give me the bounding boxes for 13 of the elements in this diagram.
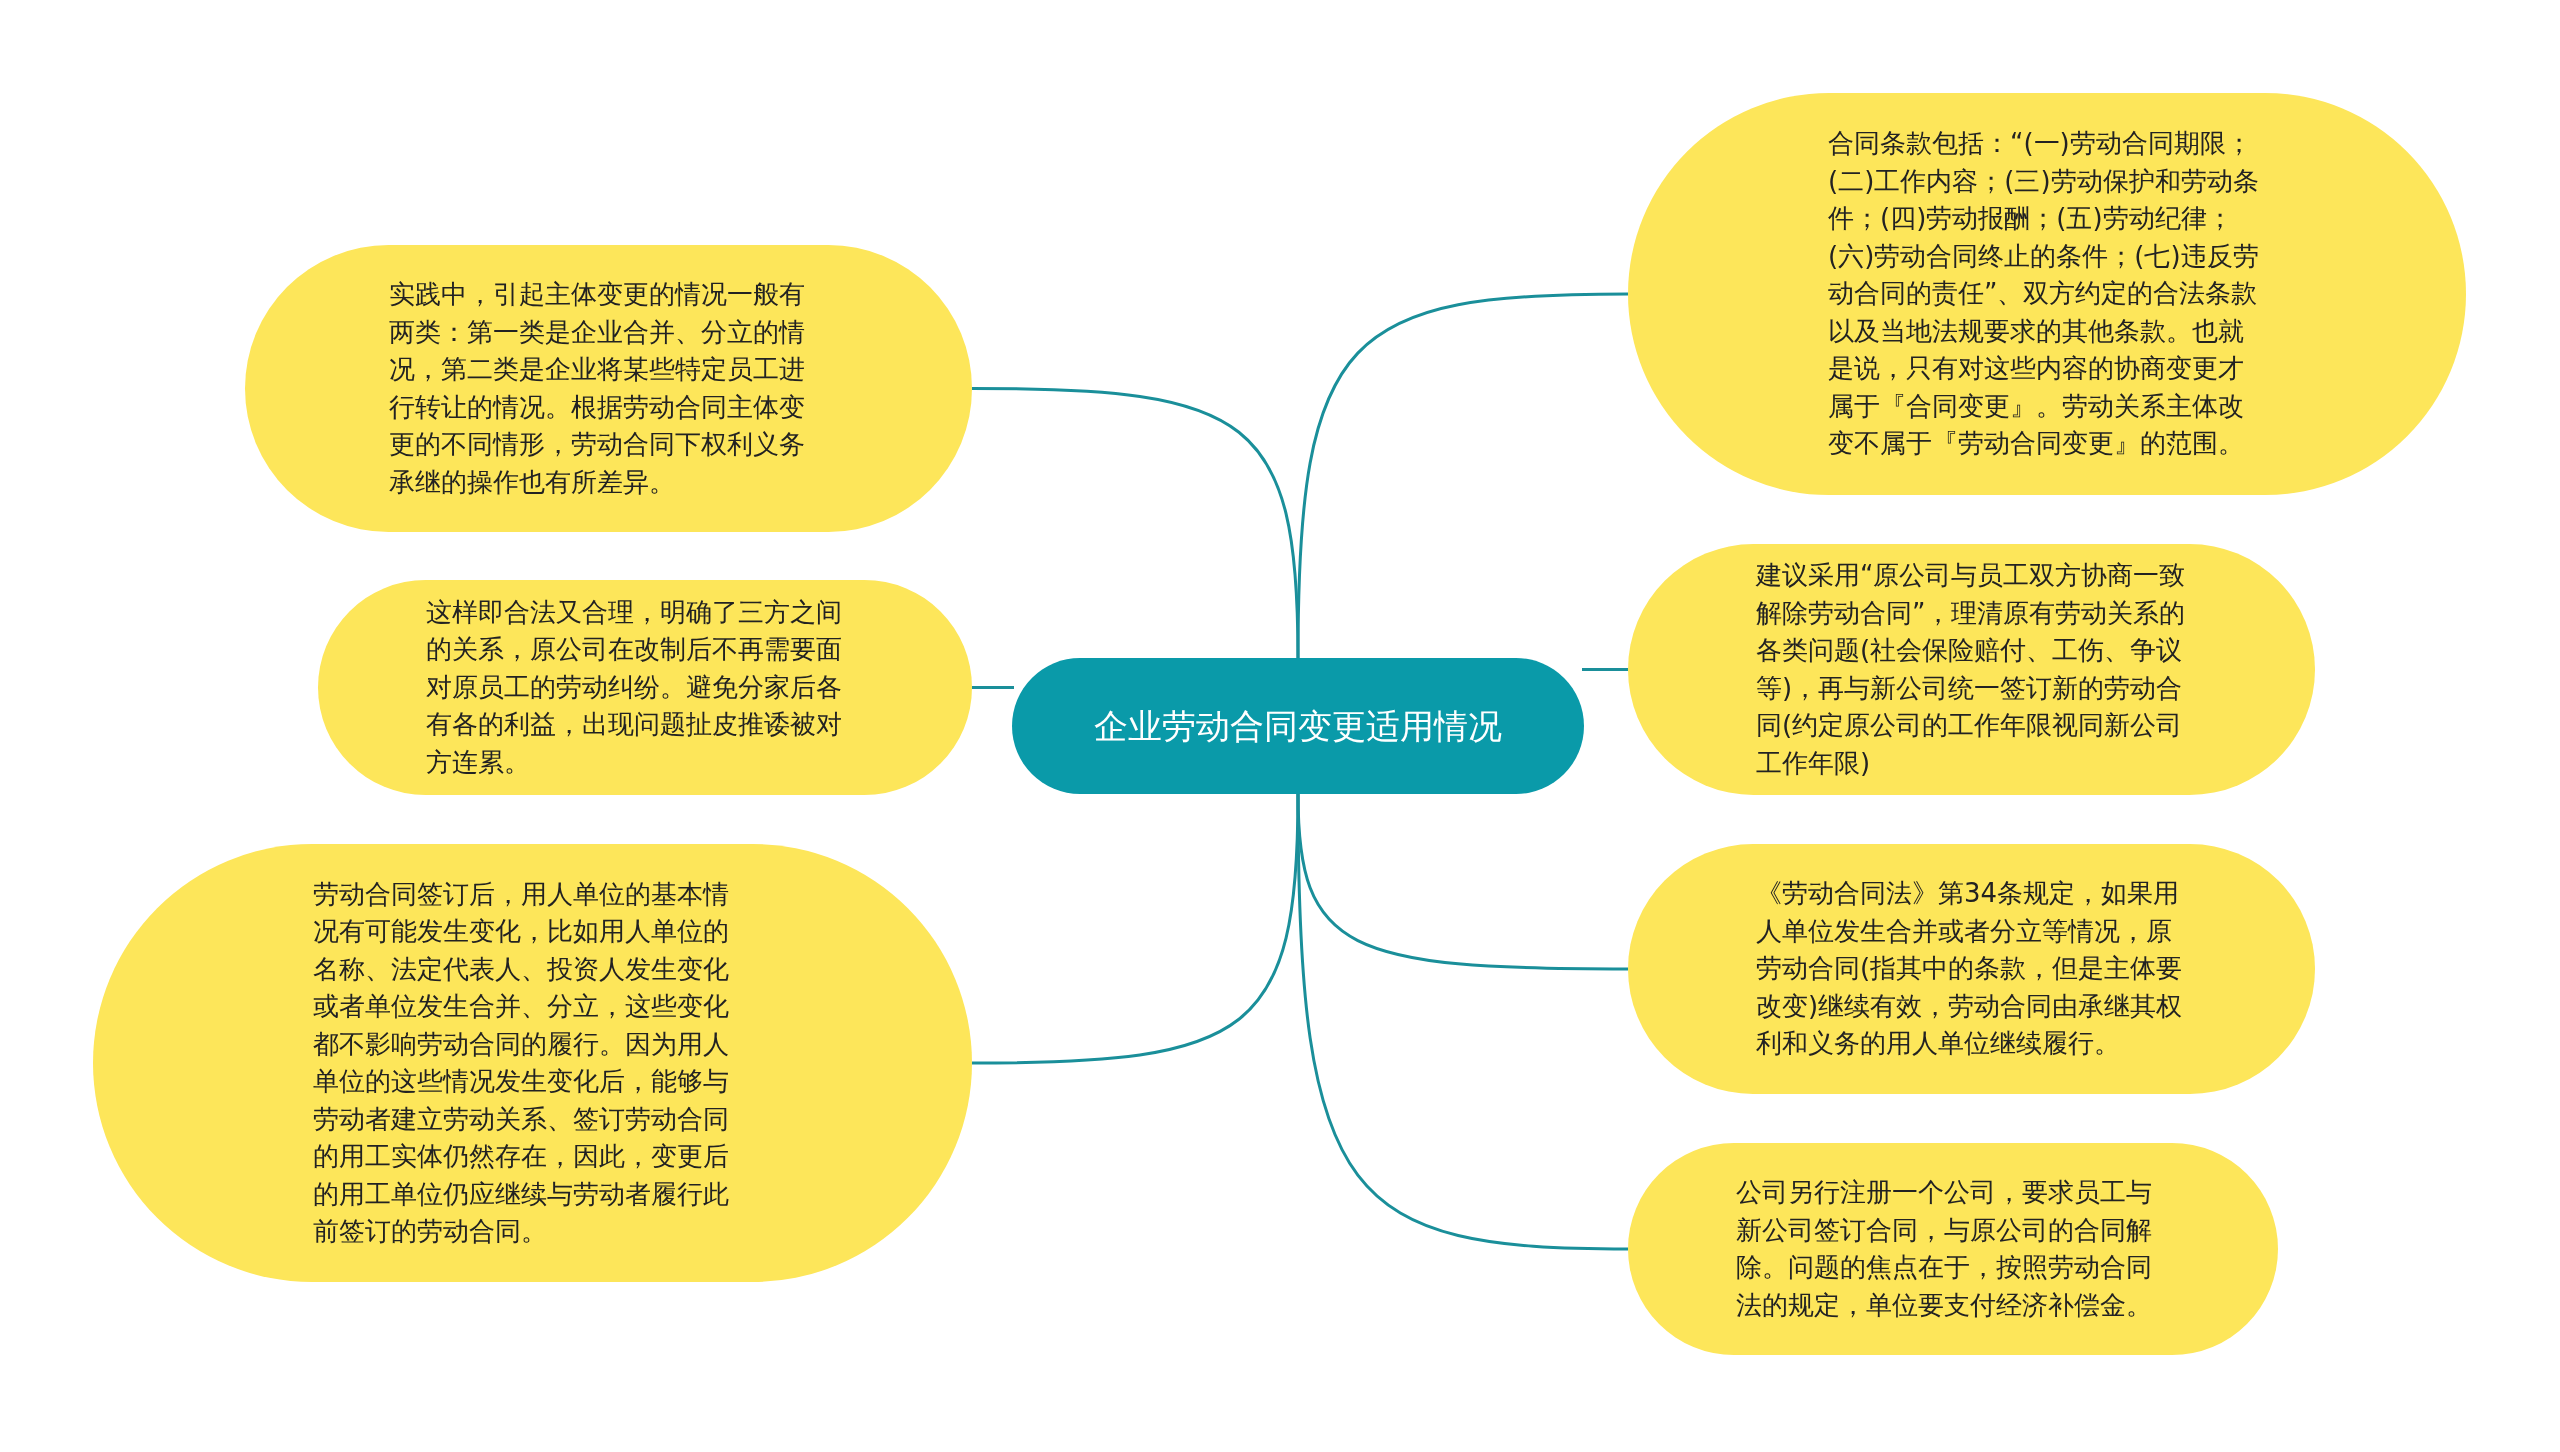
topic-text: 《劳动合同法》第34条规定，如果用人单位发生合并或者分立等情况，原劳动合同(指其中的条款，但是主体要改变)继续有效，劳动合同由承继其权利和义务的用人单位继续履行。 [1756, 877, 2184, 1061]
topic-text: 公司另行注册一个公司，要求员工与新公司签订合同，与原公司的合同解除。问题的焦点在于，按照劳动合同法的规定，单位要支付经济补偿金。 [1736, 1176, 2153, 1322]
connector-line [1296, 292, 1629, 659]
connector-line [1582, 668, 1628, 671]
connector-line [972, 793, 1300, 1065]
topic-text: 劳动合同签订后，用人单位的基本情况有可能发生变化，比如用人单位的名称、法定代表人、投资人发生变化或者单位发生合并、分立，这些变化都不影响劳动合同的履行。因为用人单位的这些情况发生变化后，能够与劳动者建立劳动关系、签订劳动合同的用工实体仍然存在，因此，变更后的用工单位仍应继续与劳动者履行此前签订的劳动合同。 [313, 877, 730, 1248]
topic-text: 建议采用“原公司与员工双方协商一致解除劳动合同”，理清原有劳动关系的各类问题(社会保险赔付、工伤、争议等)，再与新公司统一签订新的劳动合同(约定原公司的工作年限视同新公司工作年限) [1756, 559, 2187, 780]
connector-line [972, 686, 1014, 689]
topic-text: 合同条款包括：“(一)劳动合同期限；(二)工作内容；(三)劳动保护和劳动条件；(四)劳动报酬；(五)劳动纪律；(六)劳动合同终止的条件；(七)违反劳动合同的责任”、双方约定的合法条款以及当地法规要求的其他条款。也就是说，只有对这些内容的协商变更才属于『合同变更』。劳动关系主体改变不属于『劳动合同变更』的范围。 [1828, 127, 2260, 461]
topic-text: 实践中，引起主体变更的情况一般有两类：第一类是企业合并、分立的情况，第二类是企业将某些特定员工进行转让的情况。根据劳动合同主体变更的不同情形，劳动合同下权利义务承继的操作也有所差异。 [389, 278, 806, 499]
central-topic-text: 企业劳动合同变更适用情况 [1093, 705, 1503, 748]
connector-line [1296, 794, 1629, 1251]
topic-text: 这样即合法又合理，明确了三方之间的关系，原公司在改制后不再需要面对原员工的劳动纠纷。避免分家后各有各的利益，出现问题扯皮推诿被对方连累。 [426, 595, 843, 779]
